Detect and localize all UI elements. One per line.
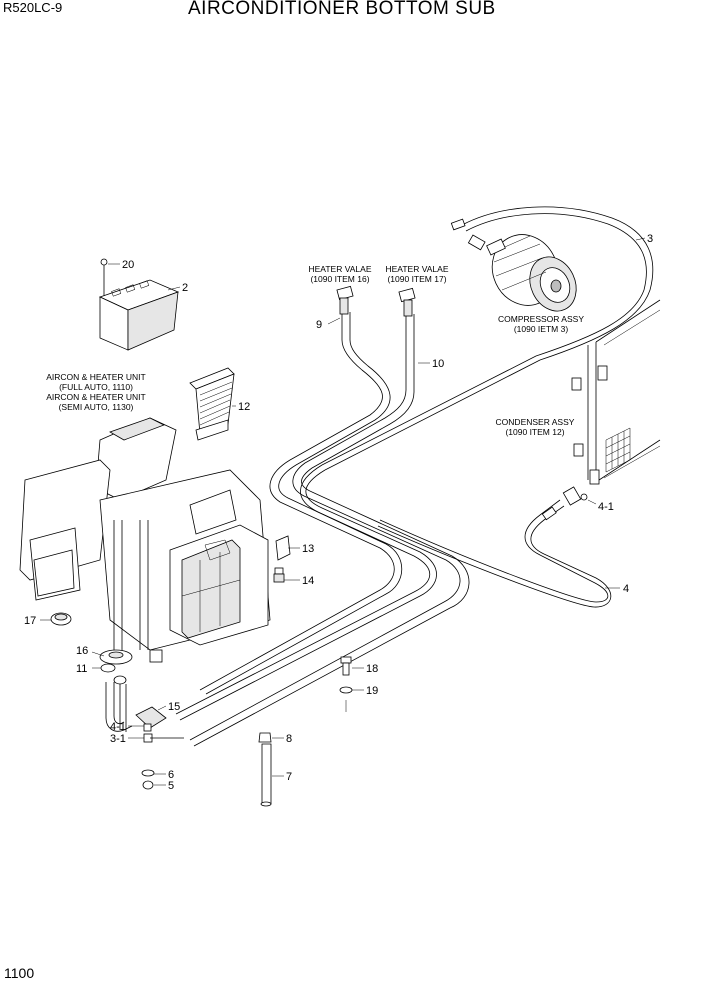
- svg-text:HEATER VALAE: HEATER VALAE: [386, 264, 449, 274]
- page-number: 1100: [4, 965, 35, 981]
- caption-heater-valve-17: HEATER VALAE (1090 ITEM 17): [386, 264, 449, 284]
- control-panel-2: [98, 258, 180, 351]
- clip-11: [100, 663, 127, 685]
- label-14: 14: [302, 575, 314, 587]
- label-13: 13: [302, 543, 314, 555]
- svg-text:(1090 IETM 3): (1090 IETM 3): [514, 324, 568, 334]
- drain-hose-left: [105, 682, 133, 732]
- washer-6: [141, 769, 155, 777]
- svg-text:HEATER VALAE: HEATER VALAE: [309, 264, 372, 274]
- label-10: 10: [432, 358, 444, 370]
- label-4-1-lower: 4-1: [110, 721, 126, 733]
- caption-condenser: CONDENSER ASSY (1090 ITEM 12): [496, 417, 575, 437]
- heater-hose-9: [199, 285, 403, 695]
- hose-3-lower: [179, 469, 437, 721]
- clamp-8: [258, 732, 272, 743]
- label-9: 9: [316, 319, 322, 331]
- label-3-1: 3-1: [110, 733, 126, 745]
- label-17: 17: [24, 615, 36, 627]
- hose-4: [377, 486, 612, 608]
- fitting-4-1-lower: [143, 723, 152, 732]
- part-number-labels: 20 2 3 9 10 12 13 14 4-1 4 17 16 11 18 1…: [24, 233, 653, 792]
- caption-compressor: COMPRESSOR ASSY (1090 IETM 3): [498, 314, 584, 334]
- grommet-17: [50, 612, 72, 626]
- svg-text:(1090 ITEM 12): (1090 ITEM 12): [505, 427, 564, 437]
- label-4-1-upper: 4-1: [598, 501, 614, 513]
- label-16: 16: [76, 645, 88, 657]
- svg-text:CONDENSER ASSY: CONDENSER ASSY: [496, 417, 575, 427]
- label-15: 15: [168, 701, 180, 713]
- svg-text:COMPRESSOR ASSY: COMPRESSOR ASSY: [498, 314, 584, 324]
- washer-19: [339, 686, 353, 694]
- label-3: 3: [647, 233, 653, 245]
- bracket-13: [275, 535, 291, 561]
- plate-16: [99, 649, 133, 665]
- model-code: R520LC-9: [3, 0, 63, 15]
- evaporator-core-12: [189, 367, 235, 441]
- label-19: 19: [366, 685, 378, 697]
- condenser-grid: [605, 427, 631, 473]
- label-5: 5: [168, 780, 174, 792]
- caption-heater-valve-16: HEATER VALAE (1090 ITEM 16): [309, 264, 372, 284]
- drain-hose-7: [260, 743, 272, 807]
- svg-text:(1090 ITEM 16): (1090 ITEM 16): [310, 274, 369, 284]
- condenser-assy: [571, 299, 661, 485]
- hose-3: [321, 206, 654, 471]
- label-7: 7: [286, 771, 292, 783]
- aircon-heater-unit: [19, 417, 271, 663]
- svg-text:(1090 ITEM 17): (1090 ITEM 17): [387, 274, 446, 284]
- svg-text:(FULL AUTO, 1110): (FULL AUTO, 1110): [59, 382, 133, 392]
- caption-aircon-unit: AIRCON & HEATER UNIT (FULL AUTO, 1110) A…: [46, 372, 146, 412]
- compressor-assy: [486, 234, 577, 312]
- bolt-14: [273, 567, 285, 583]
- label-8: 8: [286, 733, 292, 745]
- page-title: AIRCONDITIONER BOTTOM SUB: [188, 0, 496, 19]
- bolt-18: [340, 656, 352, 676]
- label-6: 6: [168, 769, 174, 781]
- label-2: 2: [182, 282, 188, 294]
- leader-lines: [40, 237, 646, 786]
- label-4: 4: [623, 583, 629, 595]
- hose-3-lower-inner: [175, 464, 431, 715]
- svg-text:(SEMI AUTO, 1130): (SEMI AUTO, 1130): [59, 402, 134, 412]
- label-12: 12: [238, 401, 250, 413]
- svg-text:AIRCON & HEATER UNIT: AIRCON & HEATER UNIT: [46, 392, 146, 402]
- label-18: 18: [366, 663, 378, 675]
- fitting-3-1: [143, 733, 184, 743]
- label-20: 20: [122, 259, 134, 271]
- svg-text:AIRCON & HEATER UNIT: AIRCON & HEATER UNIT: [46, 372, 146, 382]
- label-11: 11: [76, 663, 87, 675]
- nut-5: [142, 780, 154, 790]
